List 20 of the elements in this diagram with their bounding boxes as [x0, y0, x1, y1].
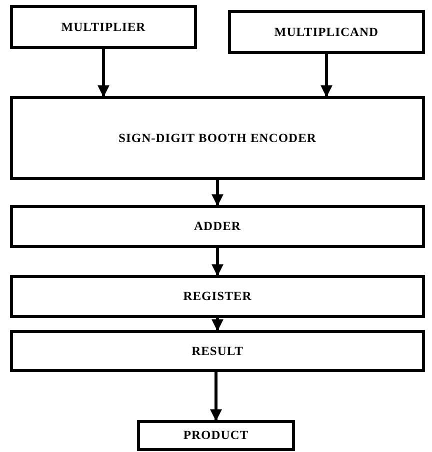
- process-box: [10, 205, 425, 248]
- process-box: [10, 96, 425, 180]
- arrow: [320, 54, 332, 98]
- process-box: [10, 275, 425, 318]
- arrow: [212, 180, 224, 206]
- process-box: [10, 5, 197, 49]
- box-label: RESULT: [192, 342, 244, 360]
- box-label: PRODUCT: [183, 427, 249, 444]
- process-box: [137, 420, 295, 451]
- box-label: REGISTER: [183, 288, 252, 305]
- arrow: [210, 372, 222, 422]
- arrow: [212, 248, 224, 276]
- box-label: ADDER: [194, 218, 241, 235]
- box-label: SIGN-DIGIT BOOTH ENCODER: [118, 130, 316, 146]
- process-box: [10, 330, 425, 372]
- process-box: [228, 10, 425, 54]
- box-label: MULTIPLICAND: [274, 24, 379, 40]
- box-label: MULTIPLIER: [61, 18, 146, 36]
- arrow: [212, 318, 224, 332]
- arrow: [98, 49, 110, 98]
